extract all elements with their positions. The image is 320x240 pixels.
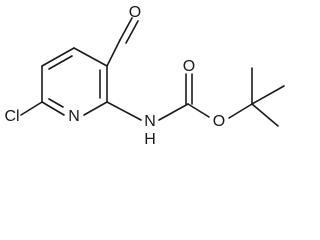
bond-c4-c5 xyxy=(41,47,75,67)
atom-label-o-aldehyde: O xyxy=(129,4,141,21)
structure-diagram: O N Cl N H O O xyxy=(4,4,285,148)
bond-c6-cl xyxy=(20,101,43,116)
atom-label-o-carbonyl: O xyxy=(183,58,195,75)
bond-o-tbu xyxy=(228,103,253,119)
bond-c3-cho xyxy=(106,39,121,67)
bond-cho-o-1 xyxy=(119,17,133,41)
bonds xyxy=(20,17,285,127)
bond-c3-c4 xyxy=(73,47,108,67)
bond-tbu-me-right xyxy=(251,85,285,105)
atom-labels: O N Cl N H O O xyxy=(4,4,225,148)
bond-tbu-me-down xyxy=(251,103,279,127)
bond-nh-c xyxy=(158,103,189,121)
atom-label-h-amide: H xyxy=(144,131,156,148)
bond-c6-n1-inner xyxy=(48,98,64,108)
atom-label-n-ring: N xyxy=(68,108,80,125)
atom-label-cl: Cl xyxy=(4,108,19,125)
atom-label-o-ester: O xyxy=(213,113,225,130)
molecule-drawing: O N Cl N H O O xyxy=(4,4,285,148)
bond-c4-c5-inner xyxy=(48,55,73,70)
bond-cho-o-2 xyxy=(125,20,139,44)
atom-label-n-amide: N xyxy=(144,113,156,130)
bond-c6-n1 xyxy=(41,101,65,116)
bond-n1-c2 xyxy=(83,101,108,116)
bond-c2-nh xyxy=(106,101,142,121)
bond-c-o-ester xyxy=(187,103,210,118)
